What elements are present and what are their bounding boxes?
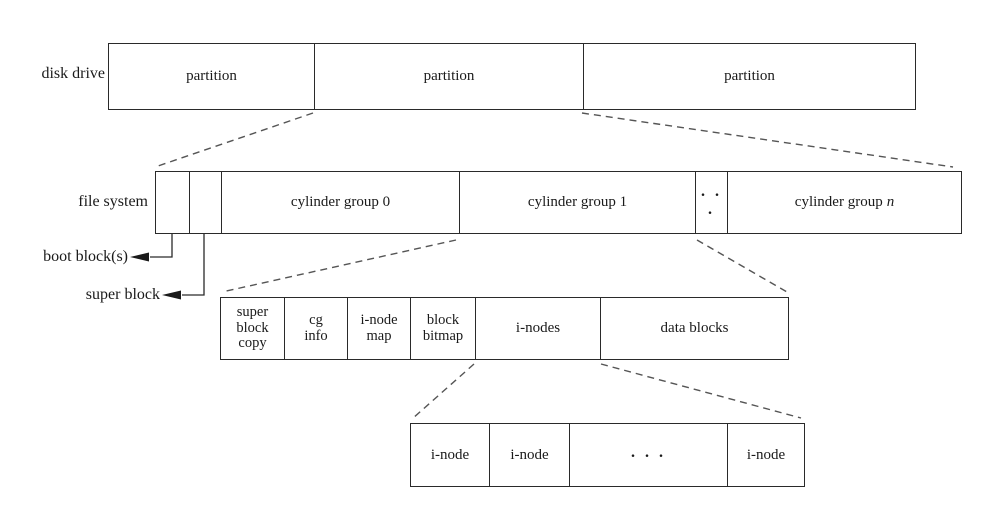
dashed-connector-partition-right (581, 112, 954, 168)
file-system-box: cylinder group 0 cylinder group 1 . . . … (155, 171, 962, 234)
dashed-connector-cg-left (221, 239, 457, 293)
super-block-cell (189, 172, 221, 233)
inode-list-box: i-node i-node . . . i-node (410, 423, 805, 487)
partition-cell-2: partition (314, 44, 583, 109)
cylinder-group-ellipsis-cell: . . . (695, 172, 727, 233)
boot-block-arrowhead-icon (130, 252, 149, 262)
inode-cell-2: i-node (489, 424, 569, 486)
cg-info-cell: cg info (284, 298, 347, 359)
dashed-connector-inodes-left (411, 363, 475, 420)
cylinder-group-1-cell: cylinder group 1 (459, 172, 695, 233)
file-system-label: file system (78, 193, 148, 210)
boot-blocks-label: boot block(s) (43, 248, 128, 265)
data-blocks-cell: data blocks (600, 298, 788, 359)
disk-drive-label: disk drive (41, 65, 105, 82)
cylinder-group-n-variable: n (886, 194, 895, 210)
inode-cell-3: i-node (727, 424, 804, 486)
disk-drive-box: partition partition partition (108, 43, 916, 110)
dashed-connector-inodes-right (600, 363, 802, 419)
partition-cell-3: partition (583, 44, 915, 109)
inodes-cell: i-nodes (475, 298, 600, 359)
inode-cell-1: i-node (430, 446, 470, 463)
dashed-connector-partition-left (157, 112, 314, 167)
cylinder-group-n-text: cylinder group (794, 194, 883, 210)
cylinder-group-0-cell: cylinder group 0 (221, 172, 459, 233)
inode-map-cell: i-node map (347, 298, 410, 359)
inode-ellipsis-cell: . . . (569, 424, 727, 486)
dashed-connector-cg-right (696, 239, 788, 293)
partition-cell-1: partition (186, 68, 237, 84)
super-block-arrowhead-icon (162, 290, 181, 300)
super-block-copy-cell: super block copy (236, 304, 269, 352)
boot-block-cell (156, 172, 189, 233)
cylinder-group-detail-box: super block copy cg info i-node map bloc… (220, 297, 789, 360)
super-block-label: super block (85, 286, 160, 303)
block-bitmap-cell: block bitmap (410, 298, 475, 359)
